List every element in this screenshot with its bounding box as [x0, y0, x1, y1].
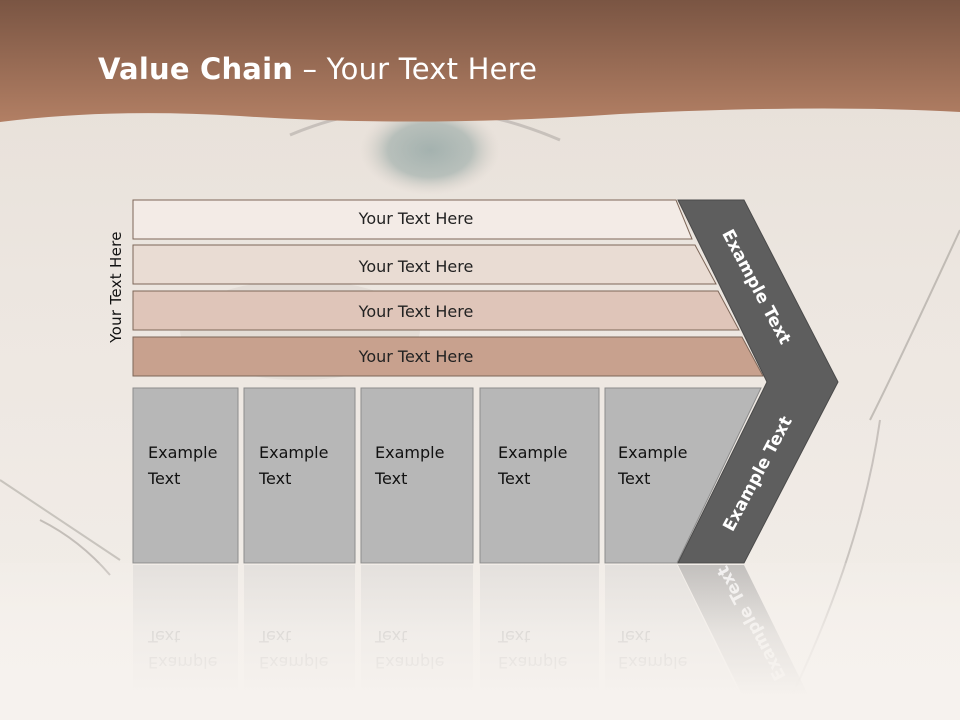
box-4-label: Example Text: [498, 443, 568, 488]
box-5-label: Example Text: [618, 443, 688, 488]
box-1: [132, 387, 239, 564]
bar-2: [132, 244, 717, 285]
bar-2-label: Your Text Here: [358, 257, 474, 276]
title-rest: – Your Text Here: [293, 52, 538, 86]
bar-1: [132, 199, 693, 240]
box-1-label: Example Text: [148, 443, 218, 488]
box-2: [243, 387, 356, 564]
bar-3-label: Your Text Here: [358, 302, 474, 321]
title-bold: Value Chain: [98, 52, 294, 86]
box-3: [360, 387, 474, 564]
bar-4: [132, 336, 764, 377]
bar-1-label: Your Text Here: [358, 209, 474, 228]
box-2-label: Example Text: [259, 443, 329, 488]
bar-3: [132, 290, 740, 331]
box-3-label: Example Text: [375, 443, 445, 488]
page-title: Value Chain – Your Text Here: [98, 52, 537, 86]
bar-4-label: Your Text Here: [358, 347, 474, 366]
header-band: [0, 0, 960, 122]
